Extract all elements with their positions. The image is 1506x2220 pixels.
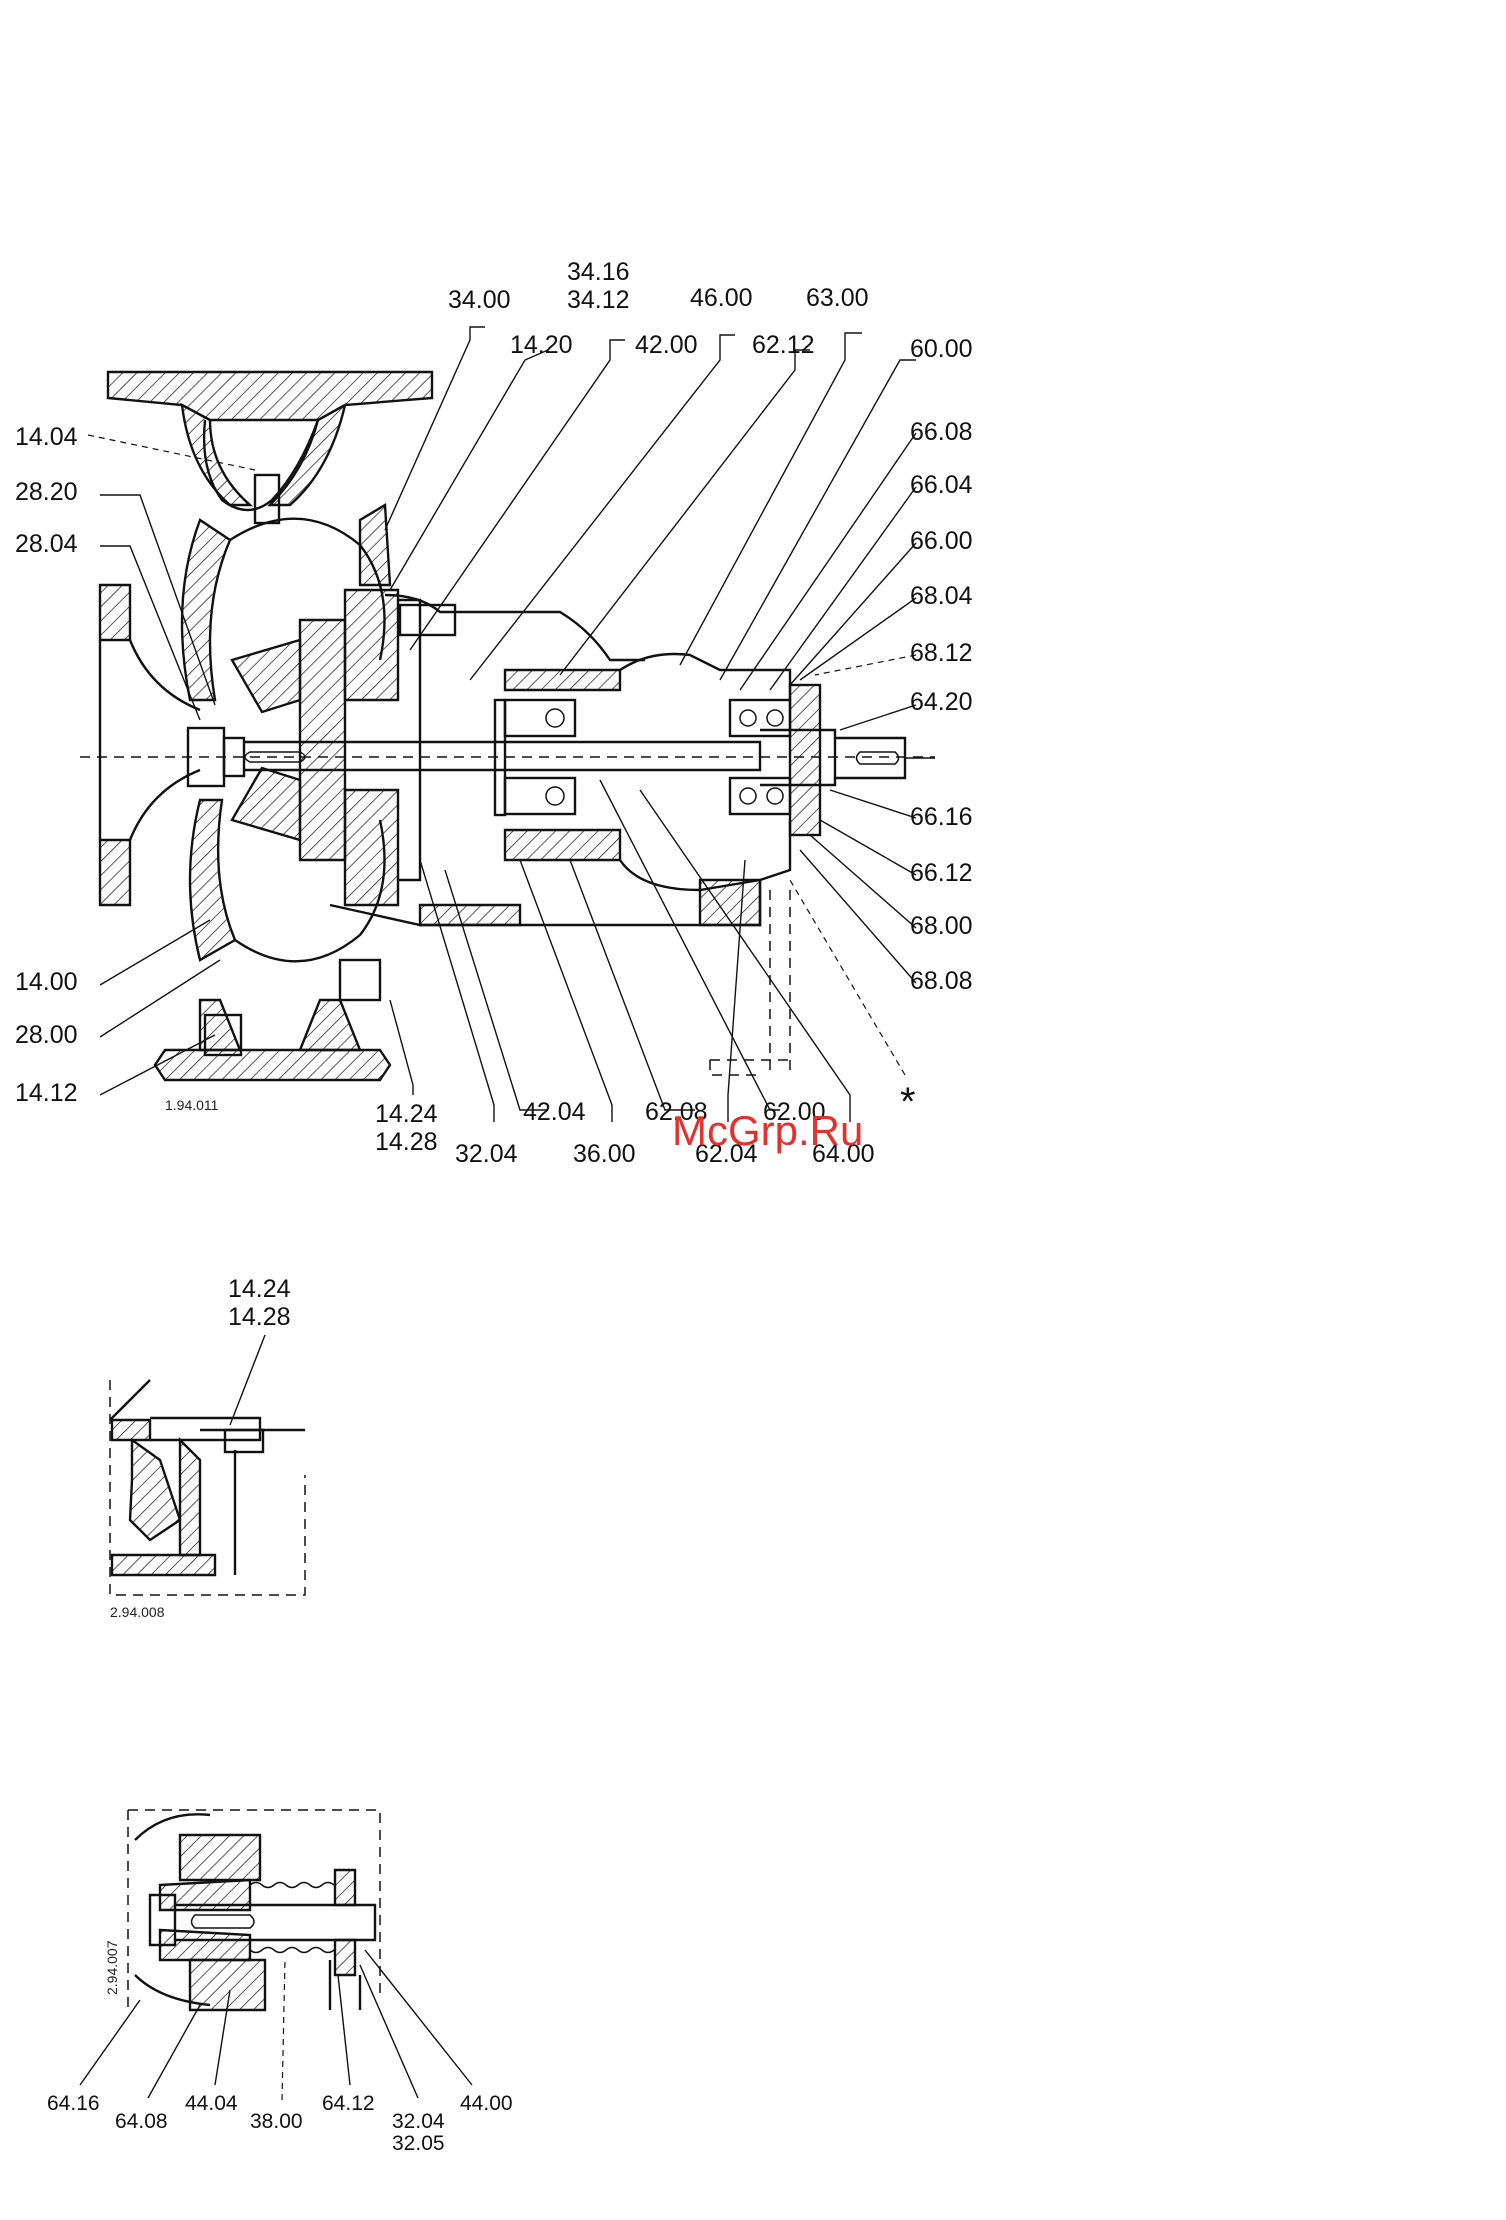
detail2-label-44-04: 44.04	[185, 2092, 238, 2115]
label-62-04: 62.04	[695, 1140, 758, 1168]
label-68-12: 68.12	[910, 639, 973, 667]
label-63-00: 63.00	[806, 284, 869, 312]
asterisk-marker: *	[900, 1080, 916, 1124]
label-14-24: 14.24	[375, 1100, 438, 1128]
label-28-04: 28.04	[15, 530, 78, 558]
detail2-label-64-16: 64.16	[47, 2092, 100, 2115]
detail-1-labels: 14.24 14.28 2.94.008	[110, 1275, 291, 1620]
detail1-label-14-24: 14.24	[228, 1275, 291, 1303]
label-46-00: 46.00	[690, 284, 753, 312]
label-62-08: 62.08	[645, 1098, 708, 1126]
label-66-04: 66.04	[910, 471, 973, 499]
label-68-04: 68.04	[910, 582, 973, 610]
label-34-16: 34.16	[567, 258, 630, 286]
main-drawing-code: 1.94.011	[165, 1097, 219, 1113]
detail-2-labels: 2.94.007 64.16 64.08 44.04 38.00 64.12 3…	[47, 1940, 513, 2155]
label-14-00: 14.00	[15, 968, 78, 996]
label-60-00: 60.00	[910, 335, 973, 363]
detail-2-view	[79, 1809, 473, 2101]
label-14-20: 14.20	[510, 331, 573, 359]
label-68-08: 68.08	[910, 967, 973, 995]
label-14-28: 14.28	[375, 1128, 438, 1156]
label-34-00: 34.00	[448, 286, 511, 314]
detail1-drawing-code: 2.94.008	[110, 1604, 165, 1620]
detail-1-view	[109, 1334, 306, 1596]
label-34-12: 34.12	[567, 286, 630, 314]
bearing-right	[728, 683, 822, 837]
label-66-12: 66.12	[910, 859, 973, 887]
label-42-00: 42.00	[635, 331, 698, 359]
detail2-label-32-04: 32.04	[392, 2110, 445, 2133]
label-14-04: 14.04	[15, 423, 78, 451]
label-66-16: 66.16	[910, 803, 973, 831]
detail2-label-38-00: 38.00	[250, 2110, 303, 2133]
detail2-label-64-08: 64.08	[115, 2110, 168, 2133]
main-leader-lines	[87, 326, 917, 1122]
detail2-label-64-12: 64.12	[322, 2092, 375, 2115]
label-32-04: 32.04	[455, 1140, 518, 1168]
label-66-00: 66.00	[910, 527, 973, 555]
detail1-label-14-28: 14.28	[228, 1303, 291, 1331]
detail2-drawing-code: 2.94.007	[104, 1940, 120, 1995]
label-14-12: 14.12	[15, 1079, 78, 1107]
label-28-20: 28.20	[15, 478, 78, 506]
label-68-00: 68.00	[910, 912, 973, 940]
detail2-label-44-00: 44.00	[460, 2092, 513, 2115]
label-62-00: 62.00	[763, 1098, 826, 1126]
label-64-20: 64.20	[910, 688, 973, 716]
label-36-00: 36.00	[573, 1140, 636, 1168]
label-66-08: 66.08	[910, 418, 973, 446]
detail2-label-32-05: 32.05	[392, 2132, 445, 2155]
label-62-12: 62.12	[752, 331, 815, 359]
label-42-04: 42.04	[523, 1098, 586, 1126]
watermark: McGrp.Ru	[672, 1107, 863, 1154]
packing-rings	[249, 1881, 335, 1954]
main-sectional-view	[80, 370, 935, 1082]
main-labels: 34.16 34.12 34.00 46.00 63.00 14.20 42.0…	[15, 258, 973, 1168]
label-28-00: 28.00	[15, 1021, 78, 1049]
label-64-00: 64.00	[812, 1140, 875, 1168]
